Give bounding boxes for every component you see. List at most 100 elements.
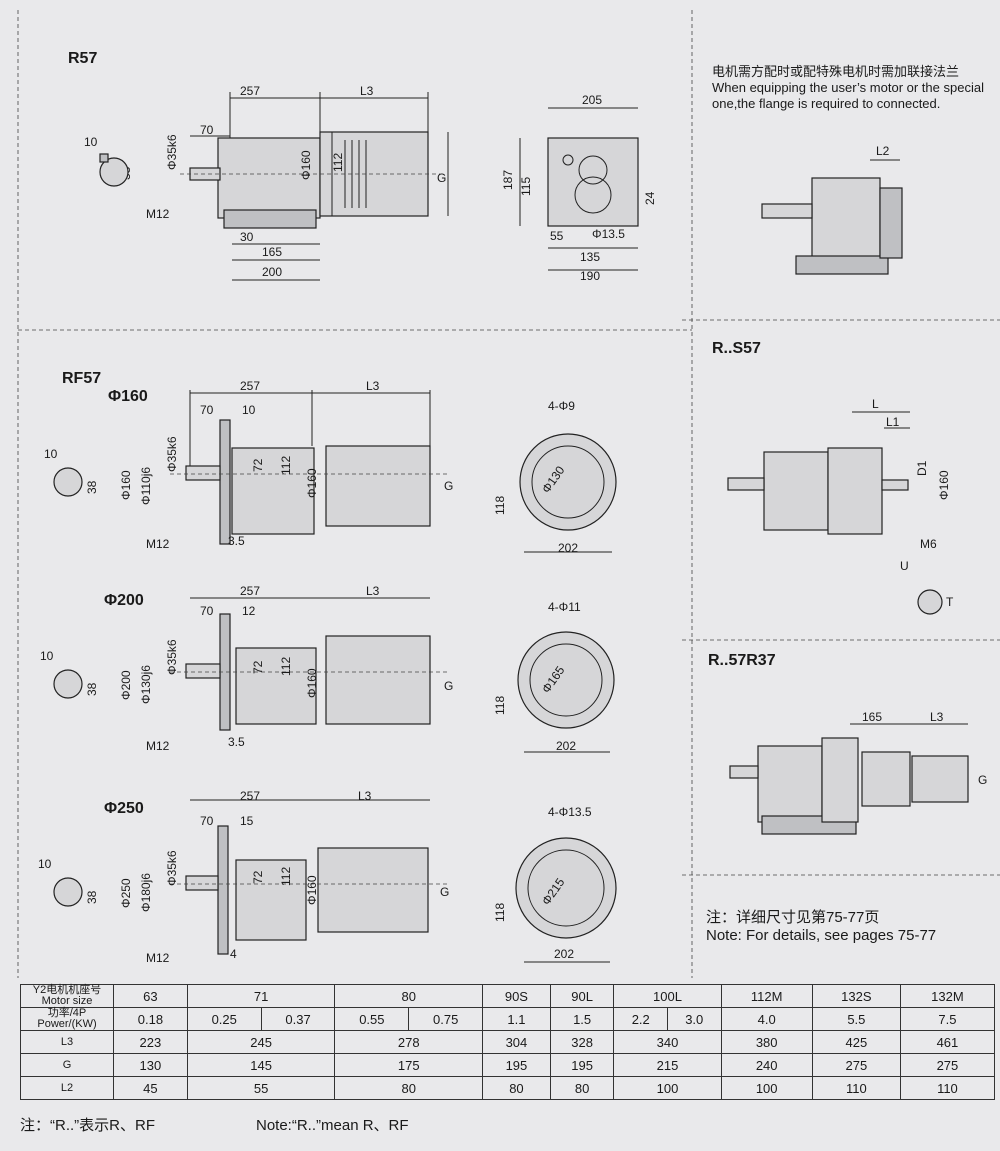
rf160-dim-118: 118 [493, 496, 507, 515]
cell: 0.18 [113, 1007, 188, 1031]
cell: 80 [482, 1076, 551, 1100]
header-motor-size: Y2电机机座号 Motor size [20, 984, 114, 1008]
r57r37-view [729, 723, 969, 835]
rf250-dim-202: 202 [554, 947, 574, 961]
cell: 1.1 [482, 1007, 551, 1031]
rf160-dim-112: 112 [279, 456, 293, 475]
cell: 340 [613, 1030, 722, 1054]
dim-70: 70 [200, 123, 214, 137]
header-power: 功率/4P Power/(KW) [20, 1007, 114, 1031]
rf160-dim-35: 3.5 [228, 534, 245, 548]
dim-phi160: Φ160 [299, 150, 313, 180]
spec-table: Y2电机机座号 Motor size 63 71 80 90S 90L 100L… [20, 984, 996, 1100]
technical-drawings: 257 L3 70 10 38 Φ35k6 112 Φ160 G M12 30 … [17, 10, 1000, 978]
rf160-dim-10b: 10 [44, 447, 58, 461]
cell: 215 [613, 1053, 722, 1077]
dim-115: 115 [519, 177, 533, 196]
rf250-dim-35k6: Φ35k6 [165, 850, 179, 886]
rf250-dim-72: 72 [251, 870, 265, 884]
rf200-dim-35: 3.5 [228, 735, 245, 749]
rf250-dim-g: G [440, 885, 449, 899]
cell: 328 [549, 1030, 615, 1054]
dim-35k6: Φ35k6 [165, 134, 179, 170]
cell: 195 [549, 1053, 615, 1077]
section-rf57: RF57 [62, 370, 102, 387]
cell: 80 [334, 1076, 484, 1100]
cell: 100 [720, 1076, 813, 1100]
rf250-dim-118: 118 [493, 903, 507, 922]
rf250-dim-15: 15 [240, 814, 254, 828]
dim-205: 205 [582, 93, 602, 107]
rf160-dim-m12: M12 [146, 537, 170, 551]
cell: 240 [720, 1053, 813, 1077]
cell: 278 [334, 1030, 484, 1054]
rs57-dim-m6: M6 [920, 537, 937, 551]
section-phi200: Φ200 [104, 592, 144, 609]
rs57-view [727, 411, 943, 615]
flange-drawing [761, 159, 903, 275]
rf160-dim-phi160: Φ160 [305, 468, 319, 498]
rf200-dim-112: 112 [279, 657, 293, 676]
rf250-dim-phi160: Φ160 [305, 875, 319, 905]
rf250-dim-38: 38 [85, 890, 99, 904]
cell: 5.5 [811, 1007, 901, 1031]
rf200-dim-257: 257 [240, 584, 260, 598]
cell: 130 [113, 1053, 188, 1077]
rs57-dim-160: Φ160 [937, 470, 951, 500]
cell: 0.25 [186, 1007, 262, 1031]
cell: 4.0 [720, 1007, 813, 1031]
table-row-power: 功率/4P Power/(KW) 0.18 0.25 0.37 0.55 0.7… [20, 1007, 996, 1031]
cell: 0.55 [334, 1007, 410, 1031]
rf250-dim-4phi135: 4-Φ13.5 [548, 805, 592, 819]
rf250-dim-257: 257 [240, 789, 260, 803]
rf200-dim-4phi11: 4-Φ11 [548, 600, 581, 614]
cell: 1.5 [549, 1007, 615, 1031]
cell: 110 [811, 1076, 901, 1100]
rf160-dim-257: 257 [240, 379, 260, 393]
footer-cn: 注：“R..”表示R、RF [20, 1117, 155, 1134]
rf57-phi160-view [53, 390, 617, 553]
dim-257: 257 [240, 84, 260, 98]
dim-165: 165 [262, 245, 282, 259]
dim-190: 190 [580, 269, 600, 283]
cell: 2.2 [613, 1007, 668, 1031]
dim-187: 187 [501, 170, 515, 190]
rs57-dim-l1: L1 [886, 415, 900, 429]
details-en: Note: For details, see pages 75-77 [706, 927, 937, 944]
rf57-phi250-view [53, 799, 617, 963]
dim-g: G [437, 171, 446, 185]
cell: 110 [899, 1076, 996, 1100]
cell: 45 [113, 1076, 188, 1100]
cell: 90S [482, 984, 551, 1008]
rf250-dim-70: 70 [200, 814, 214, 828]
dim-24: 24 [643, 191, 657, 205]
rf160-dim-4phi9: 4-Φ9 [548, 399, 575, 413]
cell: 425 [811, 1030, 901, 1054]
cell: 80 [549, 1076, 615, 1100]
cell: 380 [720, 1030, 813, 1054]
section-r57r37: R..57R37 [708, 652, 776, 669]
cell: 55 [186, 1076, 336, 1100]
special-motor-en1: When equipping the user’s motor or the s… [712, 80, 984, 95]
cell: 80 [334, 984, 484, 1008]
rf250-dim-l3: L3 [358, 789, 372, 803]
cell: 3.0 [666, 1007, 722, 1031]
rf200-dim-118: 118 [493, 696, 507, 715]
cell: 7.5 [899, 1007, 996, 1031]
cell: 223 [113, 1030, 188, 1054]
cell: 0.75 [408, 1007, 484, 1031]
rf200-dim-130j6: Φ130j6 [139, 665, 153, 704]
rf160-dim-38: 38 [85, 480, 99, 494]
dim-112: 112 [331, 153, 345, 172]
rf200-dim-35k6: Φ35k6 [165, 639, 179, 675]
dim-200: 200 [262, 265, 282, 279]
cell: 275 [811, 1053, 901, 1077]
cell: 461 [899, 1030, 996, 1054]
cell: 304 [482, 1030, 551, 1054]
rf250-dim-180j6: Φ180j6 [139, 873, 153, 912]
rf57-phi200-view [53, 597, 615, 753]
cell: 195 [482, 1053, 551, 1077]
header-l3: L3 [20, 1030, 114, 1054]
footer-en: Note:“R..”mean R、RF [256, 1117, 409, 1134]
